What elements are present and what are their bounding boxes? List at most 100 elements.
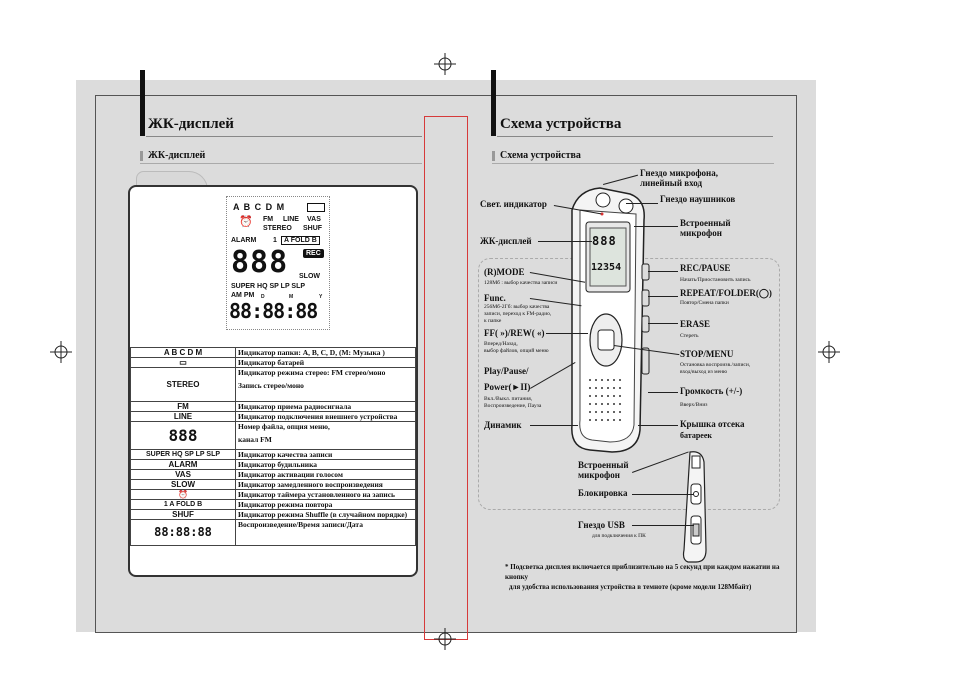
lcd-slow: SLOW (299, 273, 320, 280)
title-rule (497, 136, 773, 137)
lcd-stereo: STEREO (263, 225, 292, 232)
label-ff-rew: FF( »)/REW( «) (484, 328, 545, 338)
label-battery-cover-2: батареек (680, 431, 712, 440)
leader-line (632, 525, 694, 526)
alarm-clock-icon: ⏰ (239, 216, 253, 228)
lcd-line: LINE (283, 216, 299, 223)
leader-line (538, 241, 592, 242)
label-rec-pause-sub: Начать/Приостановить запись (680, 277, 751, 283)
leader-line (638, 425, 678, 426)
crosshair-icon (50, 341, 72, 363)
row-symbol: SLOW (130, 479, 236, 490)
label-erase: ERASE (680, 319, 711, 329)
row-desc: Индикатор батарей (235, 357, 416, 368)
row-desc: Индикатор будильника (235, 459, 416, 470)
label-mic-jack-2: линейный вход (640, 178, 703, 188)
device-screen-digits: 12354 (591, 262, 622, 273)
lcd-folders: A B C D M (233, 202, 286, 212)
leader-line (530, 425, 578, 426)
row-symbol: 88:88:88 (130, 519, 236, 546)
leader-line (546, 333, 588, 334)
label-rmode: (R)MODE (484, 267, 525, 277)
row-desc: Индикатор замедленного воспроизведения (235, 479, 416, 490)
row-desc: Индикатор таймера установленного на запи… (235, 489, 416, 500)
label-usb-sub: для подключения к ПК (592, 533, 646, 539)
row-desc: Индикатор папки: A, B, C, D, (M: Музыка … (235, 347, 416, 358)
right-black-bar (491, 70, 496, 136)
section-rule (140, 163, 422, 164)
row-symbol: FM (130, 401, 236, 412)
row-desc: Индикатор подключения внешнего устройств… (235, 411, 416, 422)
row-symbol: ▭ (130, 357, 236, 368)
label-func-sub-2: записи, переход к FM-радио, (484, 311, 552, 317)
lcd-repeat-one: 1 (273, 237, 277, 244)
row-symbol: STEREO (130, 367, 236, 402)
table-row: ▭Индикатор батарей (130, 357, 416, 368)
footnote-line-1: * Подсветка дисплея включается приблизит… (505, 563, 780, 581)
label-erase-sub: Стереть (680, 333, 699, 339)
label-play-sub-2: Воспроизведение, Пауза (484, 403, 542, 409)
leader-line (648, 392, 678, 393)
recorder-illustration (571, 187, 650, 453)
left-black-bar (140, 70, 145, 136)
row-desc-2: Запись стерео/моно (238, 381, 304, 390)
label-builtin-mic: Встроенный (680, 218, 731, 228)
lcd-m: M (289, 294, 294, 300)
lcd-fold: A FOLD B (281, 236, 320, 245)
trim-border (95, 95, 797, 633)
crosshair-icon (434, 628, 456, 650)
label-rmode-sub: 128Мб : выбор качества записи (484, 280, 558, 286)
row-desc: Индикатор режима стерео: FM стерео/моно (238, 368, 386, 377)
label-func-sub-3: к папке (484, 318, 502, 324)
label-play: Play/Pause/ (484, 366, 529, 376)
row-symbol: SHUF (130, 509, 236, 520)
label-battery-cover: Крышка отсека (680, 419, 745, 429)
label-builtin-mic-side-2: микрофон (578, 470, 620, 480)
row-symbol: 888 (130, 421, 236, 450)
label-volume-sub: Вверх/Вниз (680, 402, 708, 408)
crosshair-icon (434, 53, 456, 75)
row-desc: Индикатор режима повтора (235, 499, 416, 510)
row-symbol: VAS (130, 469, 236, 480)
footnote-line-2: для удобства использования устройства в … (509, 583, 752, 591)
row-desc: Индикатор активации голосом (235, 469, 416, 480)
device-screen-top: 888 (592, 234, 617, 248)
label-lcd: ЖК-дисплей (480, 236, 532, 246)
lcd-rec: REC (303, 249, 324, 258)
label-ff-rew-sub-2: выбор файлов, опций меню (484, 348, 549, 354)
row-desc: Номер файла, опция меню, (238, 422, 330, 431)
leader-line (648, 323, 678, 324)
leader-line (648, 296, 678, 297)
lcd-y: Y (319, 294, 323, 300)
row-symbol: 1 A FOLD B (130, 499, 236, 510)
row-desc: Индикатор режима Shuffle (в случайном по… (235, 509, 416, 520)
label-headphone: Гнездо наушников (660, 194, 736, 204)
table-row: ⏰Индикатор таймера установленного на зап… (130, 489, 416, 500)
label-speaker: Динамик (484, 420, 522, 430)
label-rec-pause: REC/PAUSE (680, 263, 731, 273)
row-desc: Индикатор качества записи (235, 449, 416, 460)
row-desc: Индикатор приема радиосигнала (235, 401, 416, 412)
page-title: Схема устройства (500, 116, 622, 132)
section-title: Схема устройства (492, 150, 581, 161)
label-usb: Гнездо USB (578, 520, 625, 530)
section-title: ЖК-дисплей (140, 150, 205, 161)
leader-line (634, 226, 678, 227)
lcd-ampm: AM PM (231, 292, 255, 299)
device-side-view (682, 451, 707, 563)
label-ff-rew-sub-1: Вперед/Назад, (484, 341, 518, 347)
label-func: Func. (484, 293, 506, 303)
crosshair-icon (818, 341, 840, 363)
leader-line (632, 494, 694, 495)
lcd-quality: SUPER HQ SP LP SLP (231, 283, 306, 290)
lcd-diagram: A B C D M FM LINE VAS ⏰ STEREO SHUF ALAR… (226, 196, 330, 330)
